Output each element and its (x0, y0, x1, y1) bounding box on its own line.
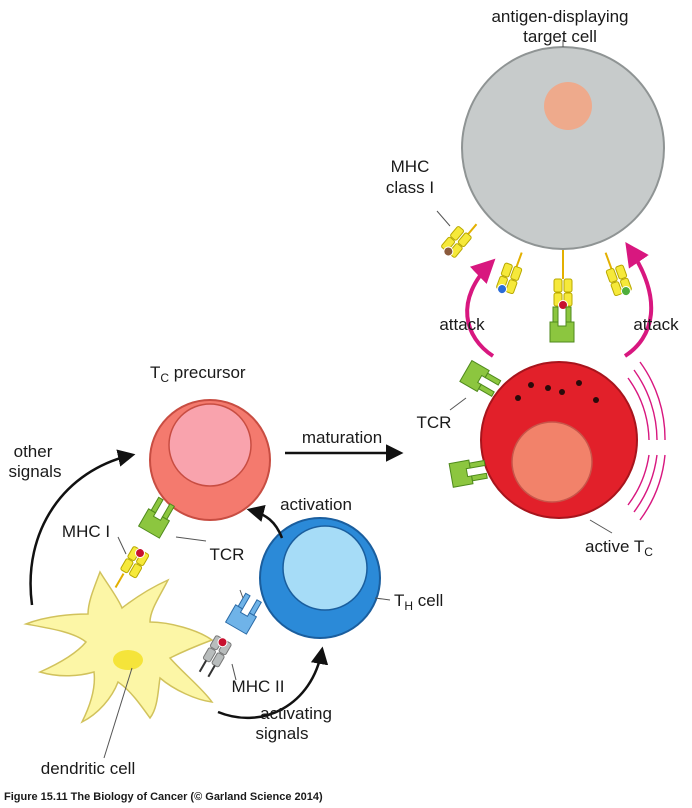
cytotoxic-granules (515, 380, 599, 403)
target-cell-label-line1: antigen-displaying (491, 7, 628, 26)
tcr-engaged (549, 306, 575, 343)
mhc-class-i-label-line2: class I (386, 178, 434, 197)
figure-caption: Figure 15.11 The Biology of Cancer (© Ga… (4, 791, 323, 803)
mhc-ii-leader (231, 663, 237, 681)
th-cell-nucleus (282, 525, 368, 611)
dendritic-cell-body (23, 570, 214, 724)
activation-label: activation (280, 495, 352, 514)
mhc-class-i-label-line1: MHC (391, 157, 430, 176)
activity-lines (627, 361, 666, 521)
tcr-left-label: TCR (210, 545, 245, 564)
mhc-i-dendritic (114, 545, 150, 588)
target-cell (461, 46, 665, 250)
dendritic-cell (23, 570, 214, 724)
mhc-i-label: MHC I (62, 522, 110, 541)
other-signals-arrow (29, 449, 136, 606)
active-tc-label: active TC (585, 537, 653, 559)
mhc-ii-label: MHC II (232, 677, 285, 696)
tc-precursor-nucleus (168, 403, 252, 487)
mhc-class-i-molecule-2 (495, 252, 523, 295)
tcr-th (224, 592, 262, 635)
mhc-class-i-molecule-3 (553, 250, 573, 310)
th-cell-leader (374, 597, 391, 601)
tcr-right-leader (449, 397, 467, 411)
attack-arrow-right (623, 242, 654, 358)
tcr-left-leader (175, 536, 207, 542)
target-cell-nucleus (544, 82, 592, 130)
th-cell-label: TH cell (394, 591, 443, 613)
active-tc-cell (480, 361, 638, 519)
tc-precursor-cell (149, 399, 271, 521)
activating-signals-arrow (217, 646, 329, 720)
dendritic-cell-label: dendritic cell (41, 759, 136, 778)
mhc-class-i-molecule-1 (440, 223, 478, 259)
dendritic-cell-leader (103, 667, 133, 759)
tcr-active-lower (448, 457, 489, 488)
target-cell-label-line2: target cell (523, 27, 597, 46)
mhc-ii-complex (198, 635, 232, 678)
other-signals-label-line1: other (14, 442, 53, 461)
attack-arrow-left (465, 258, 496, 358)
mhc-i-leader (117, 536, 127, 555)
target-cell-body (461, 46, 665, 250)
tc-precursor-label: TC precursor (150, 363, 246, 385)
attack-label-left: attack (439, 315, 485, 334)
maturation-label: maturation (302, 428, 382, 447)
dendritic-cell-nucleus (113, 650, 143, 670)
activating-signals-label-line2: signals (256, 724, 309, 743)
activation-arrow (246, 504, 284, 539)
tcr-th-leader (239, 589, 244, 599)
activating-signals-label-line1: activating (260, 704, 332, 723)
attack-label-right: attack (633, 315, 679, 334)
mhc-class-i-molecule-4 (604, 252, 633, 297)
other-signals-label-line2: signals (9, 462, 62, 481)
active-tc-leader (589, 519, 613, 534)
th-cell (259, 517, 381, 639)
mhc-class-i-leader (436, 210, 451, 227)
tcr-right-label: TCR (417, 413, 452, 432)
active-tc-nucleus (511, 421, 593, 503)
